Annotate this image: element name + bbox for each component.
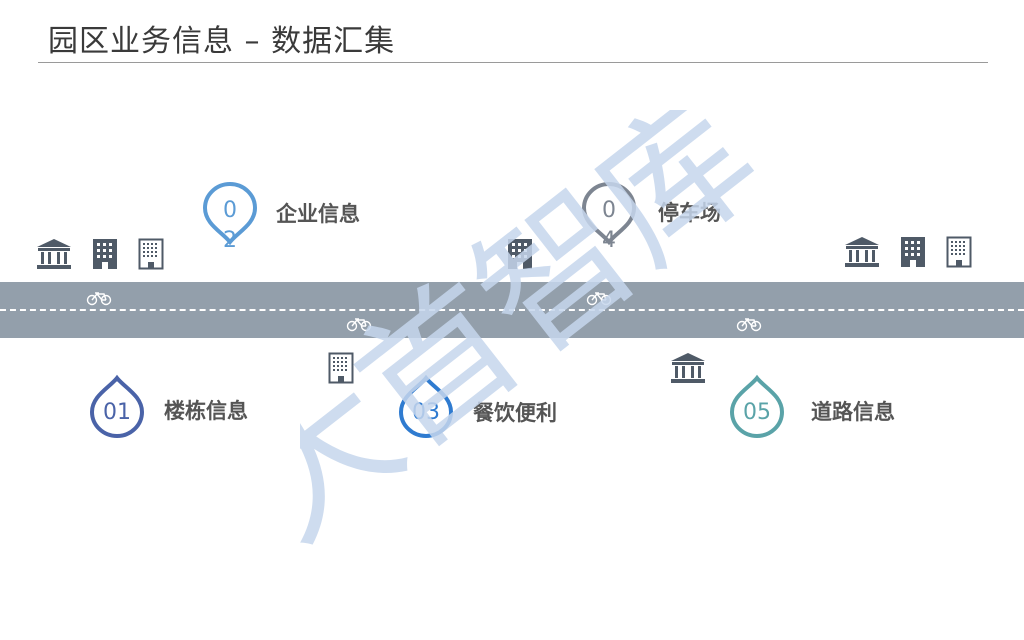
map-pin-icon [202,182,258,246]
title-divider [38,62,988,63]
bicycle-icon [346,318,372,332]
water-drop-pin-icon [89,374,145,438]
building-dark-icon [93,239,117,269]
item-label-01: 楼栋信息 [164,399,248,423]
pin-number: 03 [412,400,440,425]
bank-icon [671,353,705,383]
bicycle-icon [86,292,112,306]
pin-marker-05: 05 [729,374,785,438]
pin-marker-04: 04 [581,182,637,253]
building-dark-icon [508,239,532,269]
building-outline-icon [328,352,354,384]
road-lane-divider [0,309,1024,311]
building-dark-icon [901,237,925,267]
page-title: 园区业务信息 – 数据汇集 [48,24,396,59]
building-outline-icon [138,238,164,270]
item-label-02: 企业信息 [276,202,360,226]
pin-number: 02 [223,198,237,253]
pin-number: 04 [602,198,616,253]
pin-number: 05 [743,400,771,425]
item-label-03: 餐饮便利 [473,401,557,425]
building-outline-icon [946,236,972,268]
map-pin-icon [581,182,637,246]
bicycle-icon [586,292,612,306]
pin-marker-02: 02 [202,182,258,253]
bicycle-icon [736,318,762,332]
item-label-04: 停车场 [658,201,721,225]
road [0,282,1024,338]
water-drop-pin-icon [729,374,785,438]
pin-number: 01 [103,400,131,425]
item-label-05: 道路信息 [811,400,895,424]
bank-icon [37,239,71,269]
pin-marker-03: 03 [398,374,454,438]
water-drop-pin-icon [398,374,454,438]
bank-icon [845,237,879,267]
pin-marker-01: 01 [89,374,145,438]
